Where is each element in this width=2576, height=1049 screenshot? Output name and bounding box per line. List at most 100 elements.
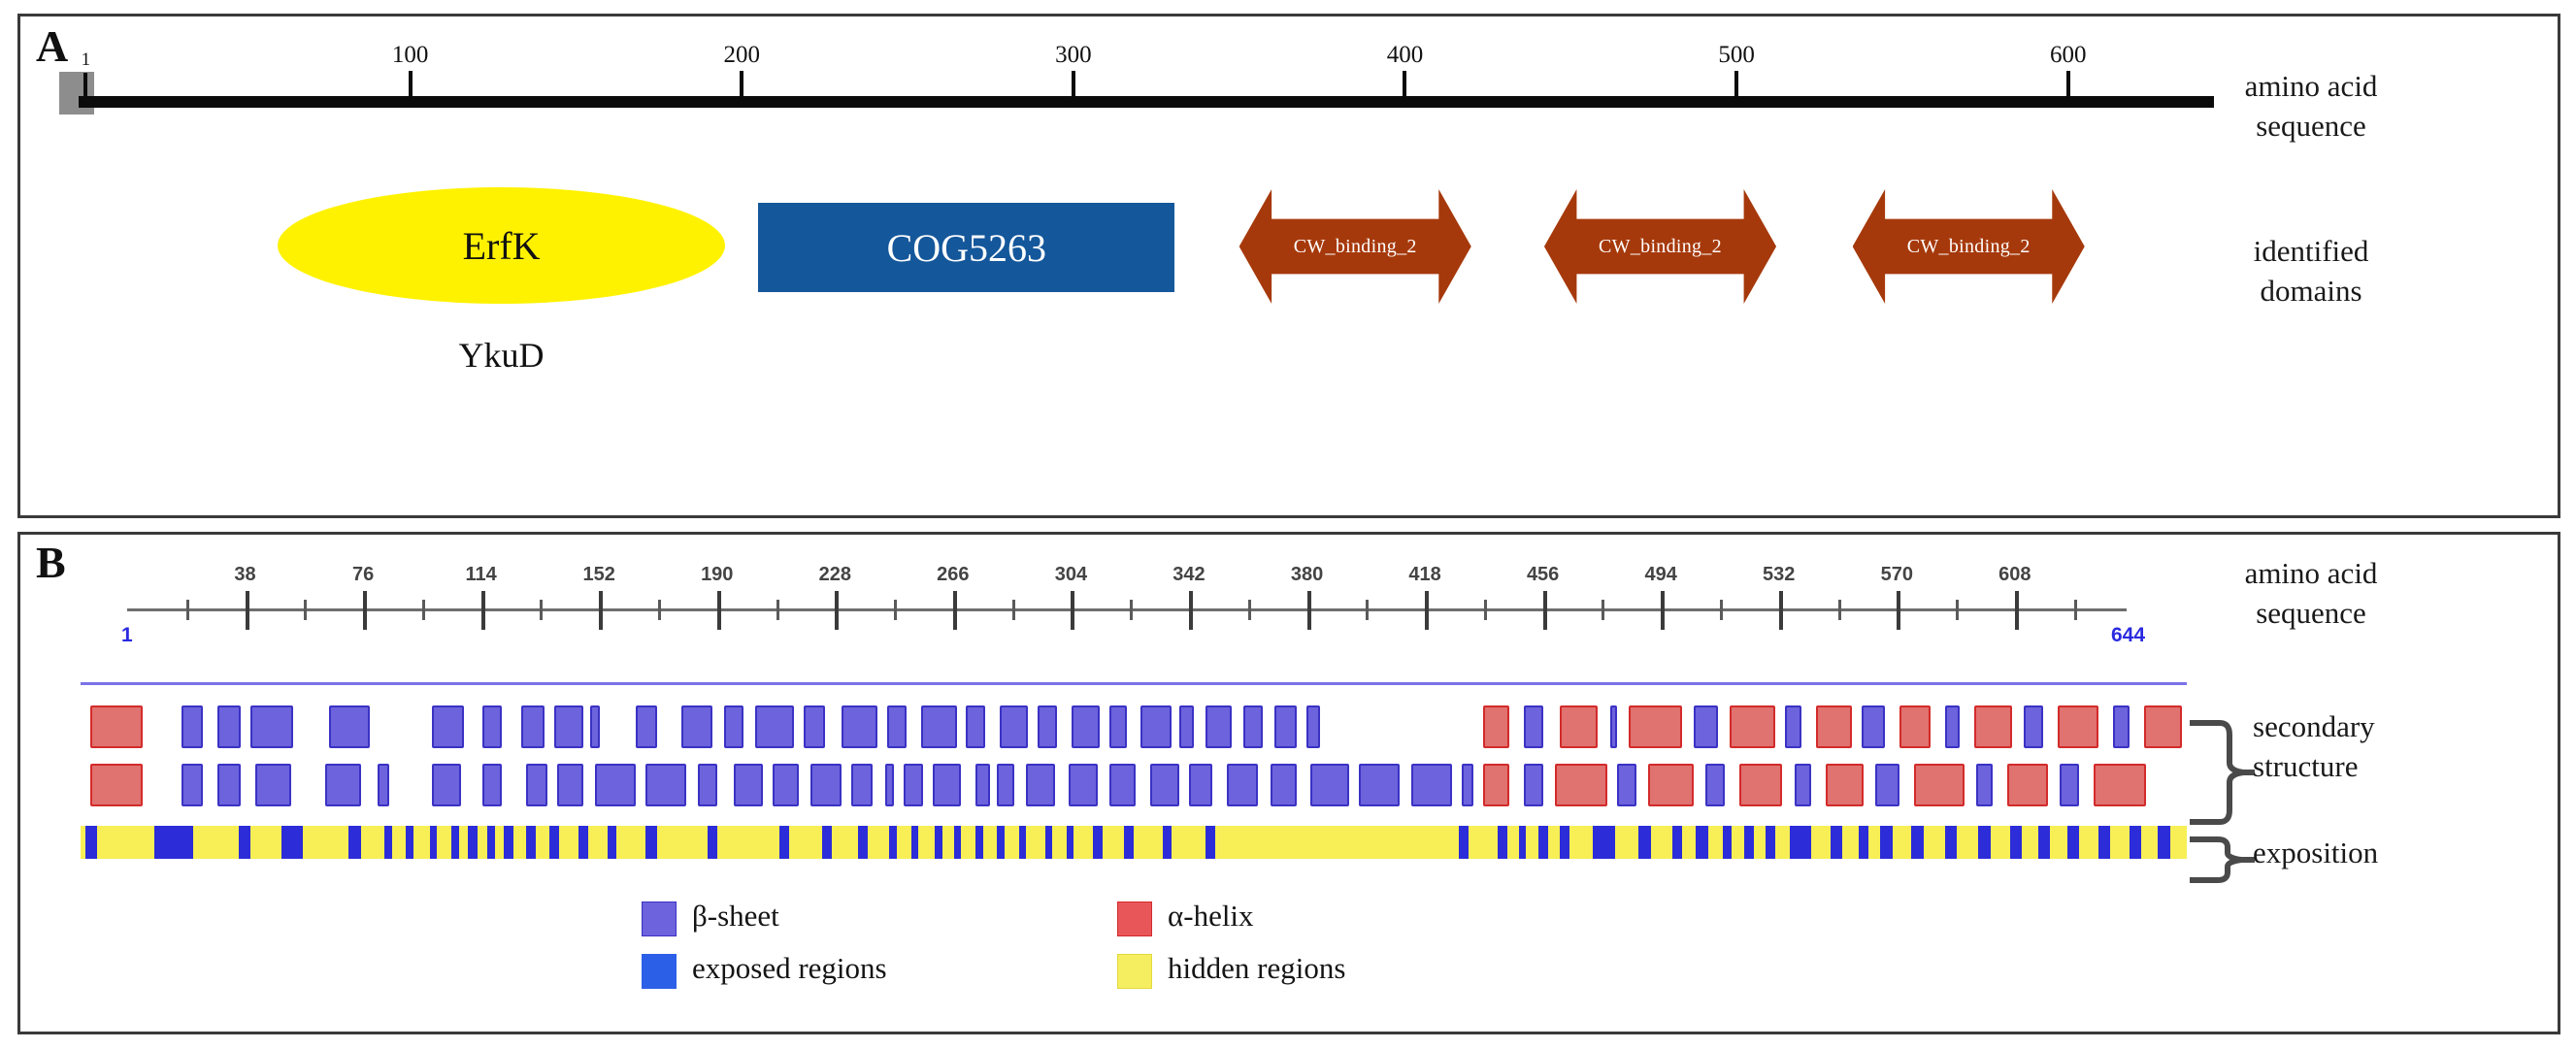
beta-sheet-block (377, 764, 390, 806)
panel-b-range-start: 1 (121, 624, 133, 646)
beta-sheet-block (1109, 705, 1127, 748)
exposed-region-block (1593, 826, 1615, 859)
beta-sheet-block (1038, 705, 1058, 748)
exposed-region-block (430, 826, 438, 859)
beta-sheet-block (698, 764, 717, 806)
exposed-region-block (858, 826, 869, 859)
exposed-region-block (578, 826, 588, 859)
panel-a-domain-cw-binding-2-3[interactable]: CW_binding_2 (1543, 189, 1777, 304)
panel-b-tick-label-494: 494 (1644, 564, 1677, 585)
panel-b-tick-38 (245, 591, 249, 630)
exposed-region-block (822, 826, 833, 859)
exposed-region-block (406, 826, 413, 859)
panel-b-tick-label-342: 342 (1172, 564, 1205, 585)
alpha-helix-block (1973, 705, 2012, 748)
exposed-region-block (935, 826, 942, 859)
panel-b-tick-label-456: 456 (1526, 564, 1560, 585)
panel-b-tick-380 (1306, 591, 1311, 630)
beta-sheet-block (1150, 764, 1179, 806)
beta-sheet-block (432, 705, 464, 748)
alpha-helix-block (2093, 764, 2147, 806)
panel-a-domain-erfk[interactable]: ErfK (277, 187, 726, 304)
alpha-helix-block (1738, 764, 1783, 806)
secondary-structure-brace (2190, 720, 2255, 825)
exposed-region-block (238, 826, 251, 859)
panel-b-minor-tick-247 (894, 600, 898, 620)
panel-b-tick-532 (1778, 591, 1783, 630)
panel-a-domain-cw-binding-2-2[interactable]: CW_binding_2 (1238, 189, 1471, 304)
beta-sheet-block (1310, 764, 1349, 806)
beta-sheet-block (1523, 705, 1543, 748)
panel-a-domain-sublabel-ykud: YkuD (458, 336, 545, 375)
panel-a-domain-label: CW_binding_2 (1599, 235, 1722, 257)
legend-swatch-exposed-regions (642, 954, 677, 989)
exposed-region-block (1671, 826, 1682, 859)
legend-swatch-hidden-regions (1117, 954, 1152, 989)
exposition-brace (2190, 836, 2255, 883)
exposed-region-block (1537, 826, 1548, 859)
alpha-helix-block (89, 764, 144, 806)
panel-a-domain-cog5263[interactable]: COG5263 (758, 203, 1175, 292)
beta-sheet-block (734, 764, 763, 806)
alpha-helix-block (1483, 764, 1510, 806)
beta-sheet-block (432, 764, 462, 806)
panel-b-tick-228 (835, 591, 840, 630)
panel-b-minor-tick-627 (2073, 600, 2077, 620)
beta-sheet-block (2024, 705, 2044, 748)
alpha-helix-block (89, 705, 144, 748)
beta-sheet-block (1026, 764, 1055, 806)
beta-sheet-block (1861, 705, 1886, 748)
alpha-helix-block (1555, 764, 1608, 806)
panel-b-tick-190 (716, 591, 721, 630)
exposed-region-block (1978, 826, 1991, 859)
beta-sheet-block (842, 705, 878, 748)
beta-sheet-block (932, 764, 962, 806)
panel-b-minor-tick-513 (1719, 600, 1723, 620)
exposed-region-block (1519, 826, 1527, 859)
beta-sheet-block (810, 764, 842, 806)
exposed-region-block (1044, 826, 1053, 859)
legend-label-exposed-regions: exposed regions (692, 951, 887, 985)
panel-b-track-top-rule (81, 682, 2187, 685)
panel-a-tick-300 (1071, 71, 1075, 100)
beta-sheet-block (1140, 705, 1172, 748)
panel-b-minor-tick-209 (776, 600, 779, 620)
panel-a-tick-label-300: 300 (1055, 42, 1092, 68)
panel-a-domain-cw-binding-2-4[interactable]: CW_binding_2 (1852, 189, 2085, 304)
exposed-region-block (1018, 826, 1027, 859)
panel-b-tick-label-114: 114 (465, 564, 497, 585)
exposed-region-block (384, 826, 392, 859)
beta-sheet-block (999, 705, 1029, 748)
legend-swatch-beta-sheet (642, 901, 677, 936)
panel-a-axis-label-line2: sequence (2256, 108, 2366, 143)
exposed-region-block (348, 826, 361, 859)
panel-b-minor-tick-551 (1837, 600, 1841, 620)
panel-b-tick-494 (1661, 591, 1666, 630)
beta-sheet-block (1609, 705, 1618, 748)
beta-sheet-block (803, 705, 825, 748)
beta-sheet-block (2060, 764, 2080, 806)
panel-a-domains-label: identified domains (2107, 232, 2515, 311)
exposed-region-block (1911, 826, 1924, 859)
exposed-region-block (1722, 826, 1733, 859)
legend-label-hidden-regions: hidden regions (1168, 951, 1346, 985)
panel-b-tick-label-304: 304 (1054, 564, 1088, 585)
beta-sheet-block (525, 764, 547, 806)
panel-a-tick-label-200: 200 (723, 42, 760, 68)
exposed-region-block (487, 826, 495, 859)
exposed-region-block (910, 826, 919, 859)
beta-sheet-block (1358, 764, 1400, 806)
panel-a-letter: A (36, 21, 69, 71)
panel-b-tick-label-266: 266 (937, 564, 970, 585)
alpha-helix-block (2057, 705, 2098, 748)
exposed-region-block (1766, 826, 1775, 859)
panel-b-tick-label-152: 152 (582, 564, 615, 585)
panel-b-secondary-structure-label: secondary structure (2253, 707, 2573, 787)
panel-b-minor-tick-19 (185, 600, 189, 620)
alpha-helix-block (2143, 705, 2183, 748)
beta-sheet-block (1794, 764, 1811, 806)
panel-a-domains-label-line1: identified (2253, 234, 2369, 268)
exposed-region-block (1830, 826, 1842, 859)
alpha-helix-block (1913, 764, 1965, 806)
